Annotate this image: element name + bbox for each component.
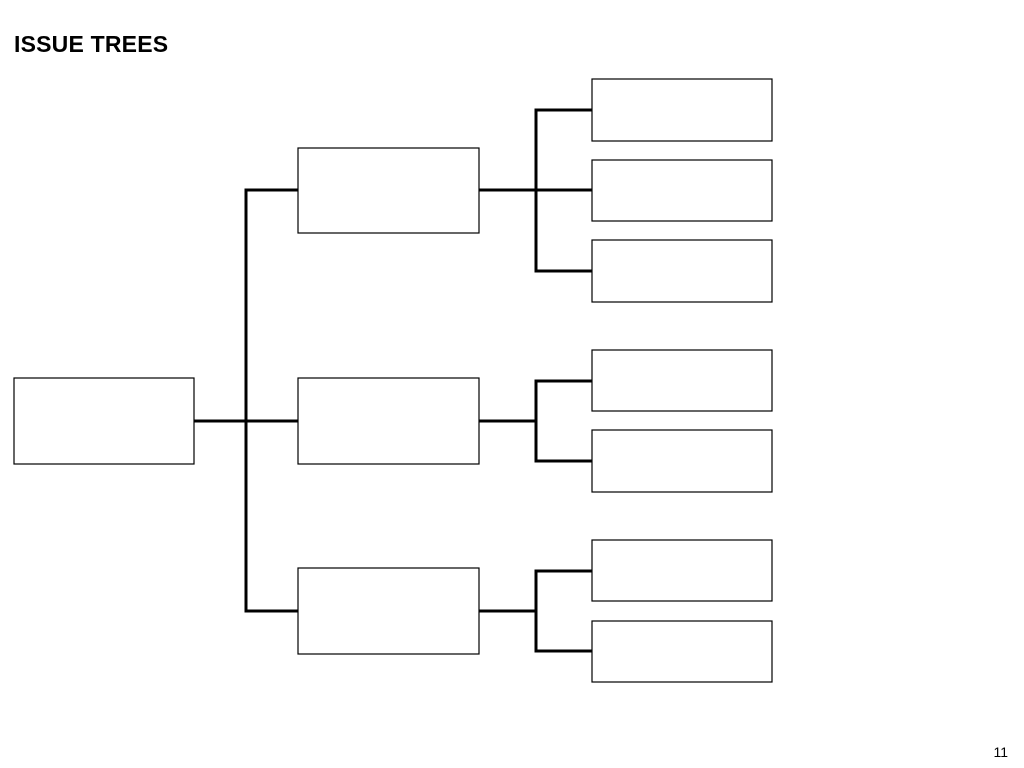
root-node: [13, 377, 195, 465]
page-number: 11: [993, 744, 1008, 760]
connector-branch-3-spine: [534, 569, 592, 653]
connector-level1-spine: [244, 188, 298, 613]
branch-node-3: [297, 567, 480, 655]
leaf-node-1-1: [591, 78, 773, 142]
branch-node-2: [297, 377, 480, 465]
leaf-node-3-1: [591, 539, 773, 602]
leaf-node-2-1: [591, 349, 773, 412]
slide-title: ISSUE TREES: [14, 31, 169, 57]
leaf-node-1-3: [591, 239, 773, 303]
connector-branch-2-spine: [534, 379, 592, 463]
leaf-node-3-2: [591, 620, 773, 683]
leaf-node-2-2: [591, 429, 773, 493]
leaf-node-1-2: [591, 159, 773, 222]
branch-node-1: [297, 147, 480, 234]
